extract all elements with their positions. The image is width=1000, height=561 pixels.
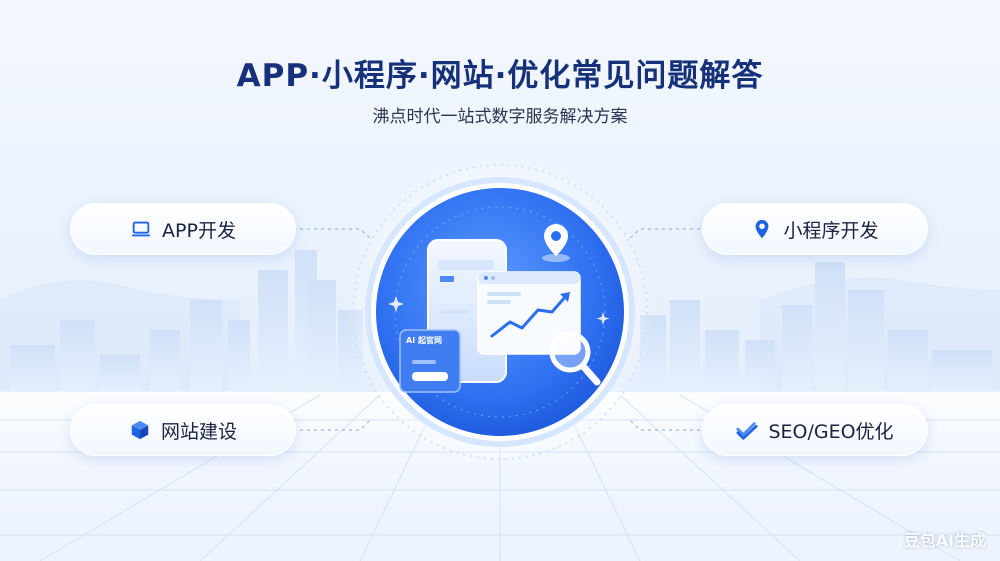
page-subtitle: 沸点时代一站式数字服务解决方案 <box>372 107 628 127</box>
service-label: 小程序开发 <box>783 219 879 242</box>
service-label: APP开发 <box>162 219 236 242</box>
trend-up-icon <box>490 294 568 338</box>
service-mini-program[interactable]: 小程序开发 <box>702 203 928 255</box>
service-label: 网站建设 <box>160 420 237 443</box>
service-app-development[interactable]: APP开发 <box>70 203 296 255</box>
sparkle-icon <box>596 312 610 325</box>
map-pin-icon <box>542 224 570 262</box>
outer-dashed-ring <box>352 164 648 460</box>
page-title: APP·小程序·网站·优化常见问题解答 <box>236 58 764 94</box>
location-pin-icon <box>756 219 769 239</box>
service-label: SEO/GEO优化 <box>768 420 894 443</box>
cube-icon <box>131 420 149 440</box>
watermark: 豆包AI生成 <box>903 531 986 550</box>
magnifier-icon <box>549 331 601 386</box>
ai-card <box>399 329 461 393</box>
browser-window-mockup <box>477 271 581 355</box>
double-check-icon <box>736 422 758 440</box>
service-seo-geo-optimization[interactable]: SEO/GEO优化 <box>702 404 928 456</box>
laptop-icon <box>131 221 151 237</box>
service-website-building[interactable]: 网站建设 <box>70 404 296 456</box>
sparkle-icon <box>388 296 404 312</box>
ai-card-label: AI 起官网 <box>406 336 442 345</box>
